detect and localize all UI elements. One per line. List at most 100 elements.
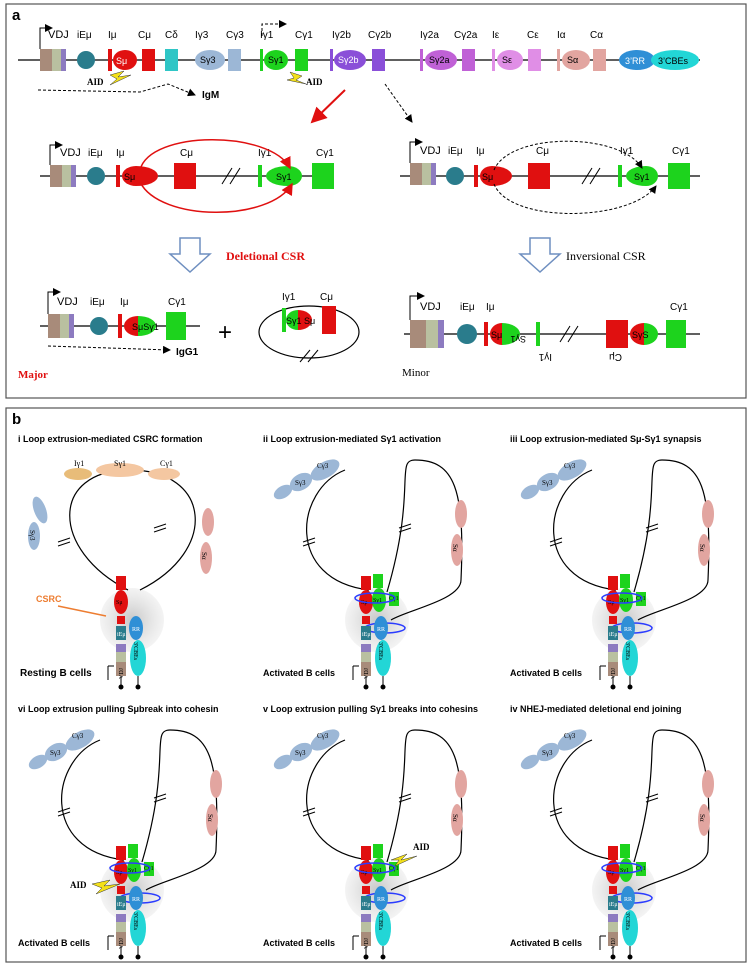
svg-text:iEμ: iEμ	[77, 30, 92, 41]
cbes-region	[651, 50, 699, 70]
svg-text:Cγ1: Cγ1	[295, 30, 313, 41]
svg-text:Cγ3: Cγ3	[317, 732, 329, 740]
svg-text:Sμ: Sμ	[361, 870, 368, 876]
svg-text:iEμ: iEμ	[117, 902, 126, 908]
subpanel-title: vi Loop extrusion pulling Sμbreak into c…	[18, 704, 219, 714]
svg-text:VDJ: VDJ	[119, 937, 125, 949]
svg-text:Iμ: Iμ	[116, 148, 125, 159]
svg-text:Sγ1: Sγ1	[620, 868, 629, 874]
svg-text:AID: AID	[306, 77, 323, 87]
svg-text:CSRC: CSRC	[36, 594, 62, 604]
svg-text:Iμ: Iμ	[108, 30, 117, 41]
svg-text:Cδ: Cδ	[165, 30, 178, 41]
svg-text:3'CBEs: 3'CBEs	[377, 642, 383, 661]
svg-text:Sγ3: Sγ3	[295, 749, 306, 757]
svg-text:Iγ2b: Iγ2b	[332, 30, 351, 41]
svg-text:Iγ1: Iγ1	[260, 30, 274, 41]
svg-text:AID: AID	[87, 77, 104, 87]
svg-text:VDJ: VDJ	[364, 937, 370, 949]
svg-text:Iα: Iα	[557, 30, 566, 41]
inversional-arrow	[384, 83, 413, 123]
svg-text:RR: RR	[132, 627, 140, 633]
subpanel-2: ii Loop extrusion-mediated Sγ1 activatio…	[263, 434, 467, 690]
svg-text:Sγ3: Sγ3	[50, 749, 61, 757]
aid-bolt-icon	[91, 879, 121, 895]
subpanel-title: v Loop extrusion pulling Sγ1 breaks into…	[263, 704, 478, 714]
rr3-region	[619, 50, 655, 70]
svg-text:Sμ: Sμ	[116, 56, 127, 66]
svg-text:Sα: Sα	[567, 55, 578, 65]
svg-text:SμSγ1: SμSγ1	[132, 322, 159, 332]
svg-text:Iγ1: Iγ1	[258, 148, 272, 159]
aid-bolt-icon	[286, 71, 307, 85]
svg-text:iEμ: iEμ	[609, 902, 618, 908]
svg-text:Cγ2a: Cγ2a	[454, 30, 478, 41]
smu-region	[113, 50, 137, 70]
svg-text:Sγ1: Sγ1	[510, 334, 526, 344]
svg-text:RR: RR	[624, 897, 632, 903]
svg-text:Sγ3: Sγ3	[542, 479, 553, 487]
down-arrow-icon	[518, 237, 562, 274]
deletional-product: VDJ iEμ Iμ SμSγ1 Cγ1 IgG1 Major	[18, 288, 200, 381]
svg-text:Sγ3: Sγ3	[200, 55, 216, 65]
svg-text:VDJ: VDJ	[611, 937, 617, 949]
subpanel-4: vi Loop extrusion pulling Sμbreak into c…	[18, 704, 222, 960]
svg-text:Cγ1: Cγ1	[670, 302, 688, 313]
svg-text:RR: RR	[377, 627, 385, 633]
svg-text:Cμ: Cμ	[536, 146, 549, 157]
svg-text:Sγ1: Sγ1	[276, 172, 292, 182]
svg-text:VDJ: VDJ	[57, 296, 78, 308]
svg-text:Inversional CSR: Inversional CSR	[566, 249, 646, 263]
svg-text:Cγ3: Cγ3	[226, 30, 244, 41]
svg-text:VDJ: VDJ	[119, 667, 125, 679]
cell-state-label: Activated B cells	[263, 668, 335, 678]
svg-text:+: +	[218, 319, 232, 346]
svg-text:Sε: Sε	[502, 55, 512, 65]
svg-text:Sμ: Sμ	[124, 172, 135, 182]
svg-text:Iμ: Iμ	[486, 302, 495, 313]
svg-text:3’RR: 3’RR	[625, 56, 646, 66]
svg-text:Sγ3: Sγ3	[28, 530, 36, 541]
svg-text:AID: AID	[413, 842, 430, 852]
svg-text:Iε: Iε	[492, 30, 500, 41]
svg-text:iEμ: iEμ	[90, 297, 105, 308]
subpanel-title: ii Loop extrusion-mediated Sγ1 activatio…	[263, 434, 441, 444]
panel-a-label: a	[12, 7, 21, 24]
svg-text:Sμ: Sμ	[116, 870, 123, 876]
svg-text:Sγ1: Sγ1	[373, 598, 382, 604]
cell-state-label: Activated B cells	[18, 938, 90, 948]
svg-text:Sμ: Sμ	[116, 600, 123, 606]
svg-text:Deletional CSR: Deletional CSR	[226, 249, 305, 263]
svg-text:Major: Major	[18, 369, 48, 381]
svg-text:Sα: Sα	[200, 552, 208, 560]
svg-text:VDJ: VDJ	[364, 667, 370, 679]
svg-text:VDJ: VDJ	[60, 147, 81, 159]
cell-state-label: Activated B cells	[510, 668, 582, 678]
svg-text:Iγ1: Iγ1	[538, 351, 552, 362]
svg-text:Sγ1: Sγ1	[114, 459, 126, 468]
inversional-product: VDJ iEμ Iμ Sμ Sγ1 Iγ1 Cμ SγS Cγ1 Minor	[402, 292, 700, 379]
svg-text:Cγ1: Cγ1	[168, 297, 186, 308]
svg-text:Sγ3: Sγ3	[542, 749, 553, 757]
svg-text:Cγ1: Cγ1	[316, 148, 334, 159]
subpanel-1: i Loop extrusion-mediated CSRC formation…	[18, 434, 214, 690]
svg-text:Cμ: Cμ	[180, 148, 193, 159]
svg-text:3'CBEs: 3'CBEs	[132, 912, 138, 931]
svg-text:3’CBEs: 3’CBEs	[658, 56, 689, 66]
svg-text:Iγ2a: Iγ2a	[420, 30, 439, 41]
svg-text:VDJ: VDJ	[611, 667, 617, 679]
svg-text:Sγ1 Sμ: Sγ1 Sμ	[286, 316, 315, 326]
down-arrow-icon	[168, 237, 212, 274]
svg-text:Sα: Sα	[698, 544, 706, 552]
svg-text:Cγ3: Cγ3	[564, 732, 576, 740]
svg-text:Sμ: Sμ	[361, 600, 368, 606]
svg-text:3'CBEs: 3'CBEs	[624, 642, 630, 661]
svg-text:AID: AID	[70, 880, 87, 890]
svg-text:Sμ: Sμ	[482, 172, 493, 182]
svg-text:Sα: Sα	[698, 814, 706, 822]
svg-text:Sγ1: Sγ1	[634, 172, 650, 182]
svg-text:Cμ: Cμ	[320, 292, 333, 303]
svg-text:Iγ3: Iγ3	[195, 30, 209, 41]
svg-text:RR: RR	[132, 897, 140, 903]
